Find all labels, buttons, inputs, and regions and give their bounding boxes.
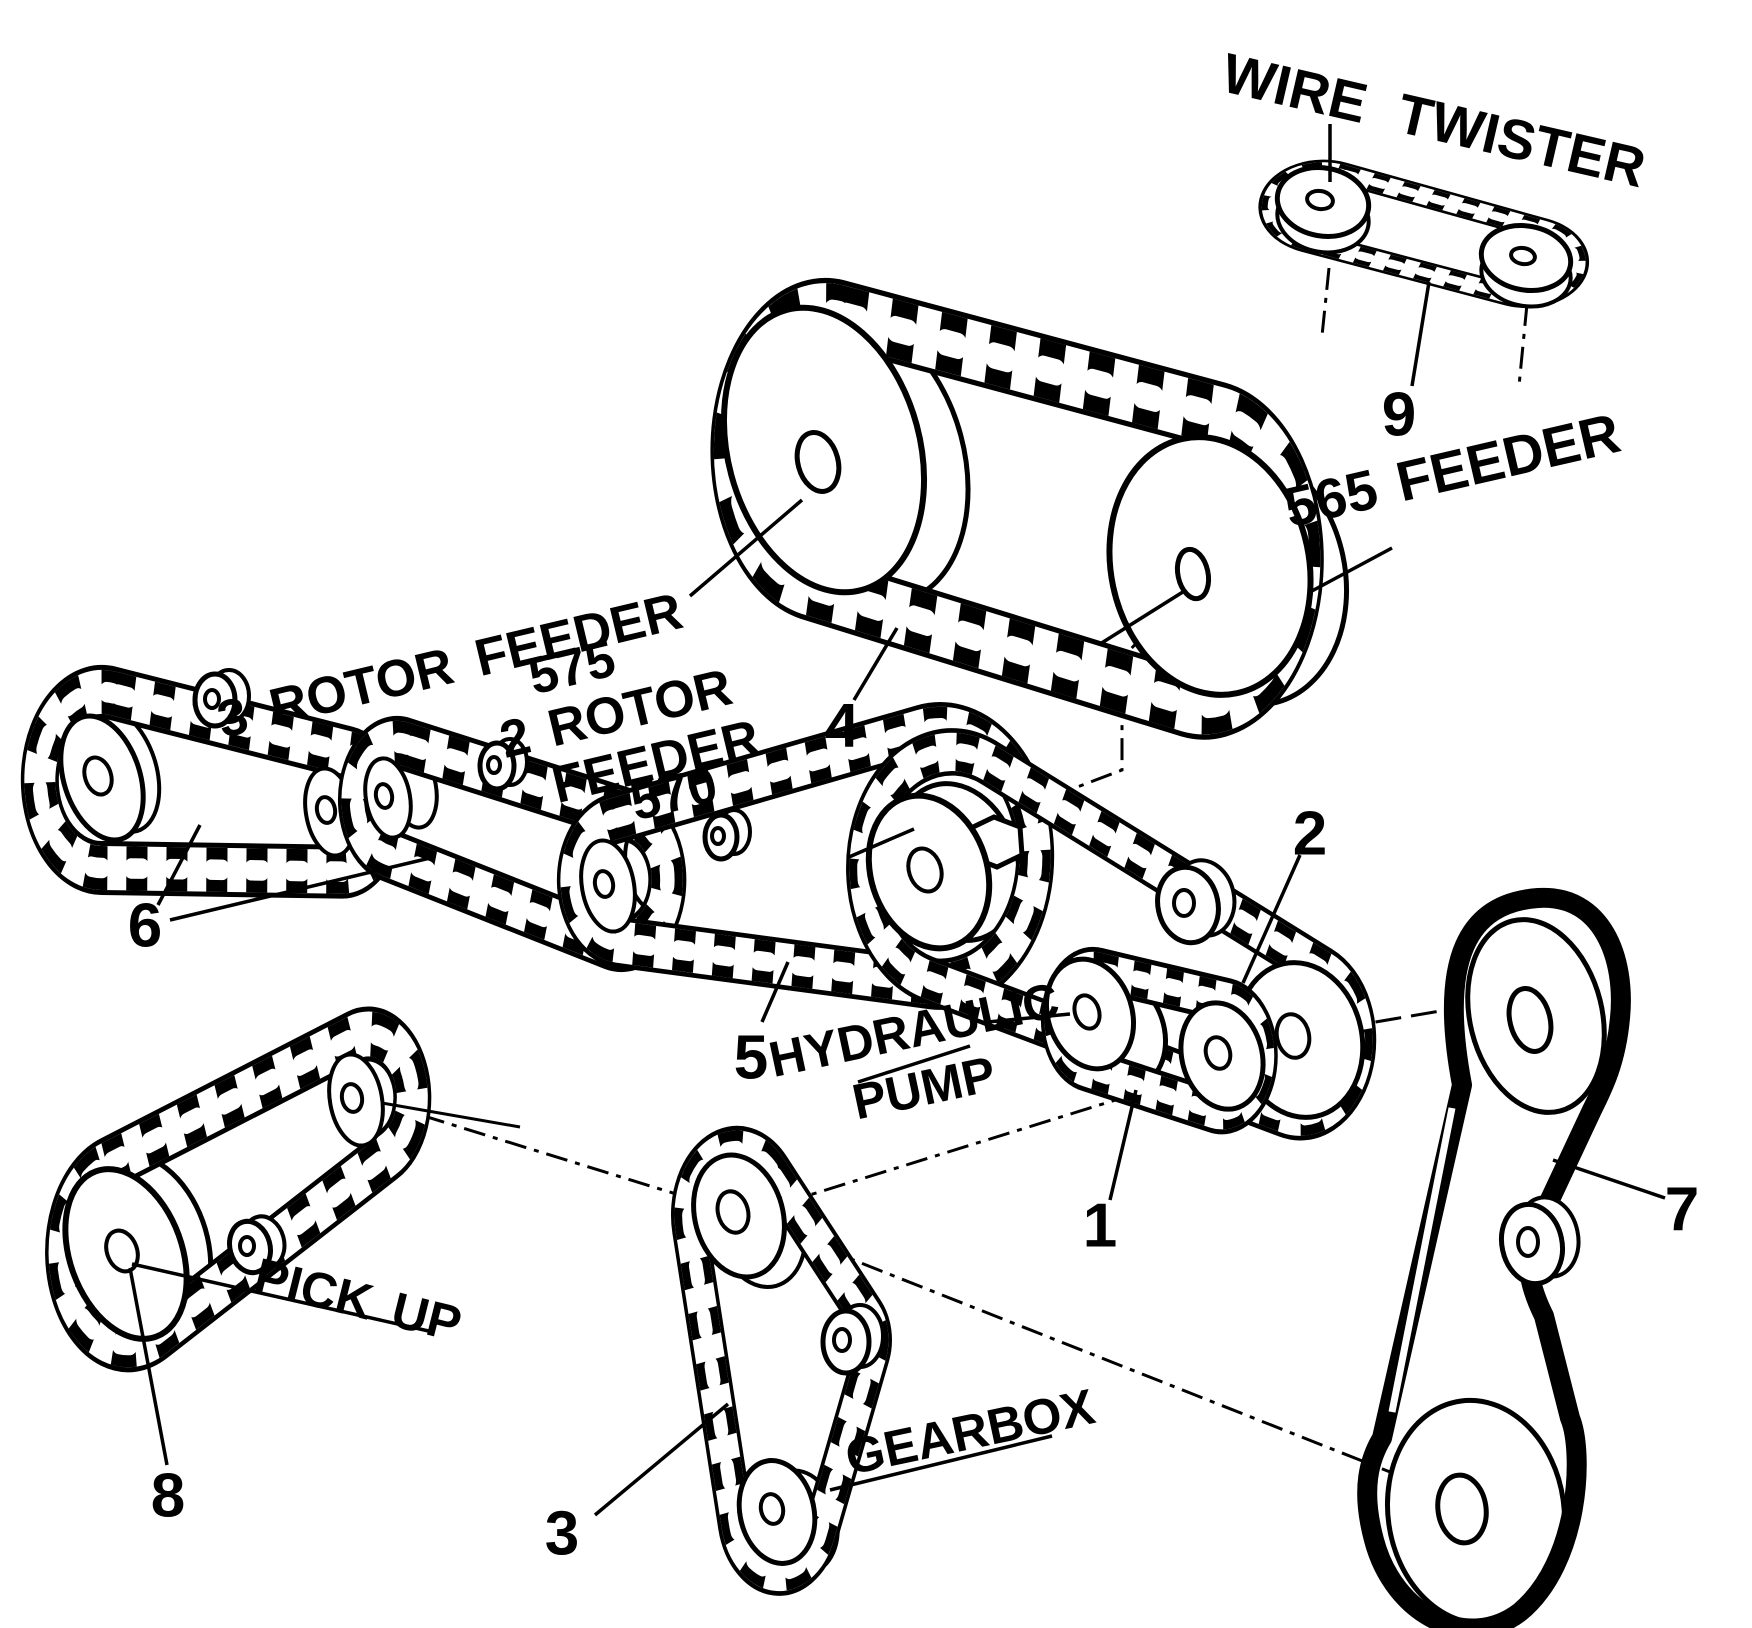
- wire-twister-left-pulley-hub: [1305, 188, 1335, 212]
- leader-565-left-hub: [688, 498, 804, 598]
- leader-565-label: [1309, 546, 1393, 594]
- chain2-driven-pulley-hub: [1274, 1012, 1312, 1060]
- pump-sprocket-hub: [1203, 1035, 1233, 1071]
- callout-7: 7: [1665, 1176, 1699, 1245]
- label-565-feeder: 565 FEEDER: [1278, 401, 1626, 539]
- leader-main-hub: [848, 827, 915, 859]
- belt7-top-pulley-hub: [1506, 986, 1554, 1054]
- axis-wire-twister-left: [1320, 267, 1331, 337]
- rotor570-left-sheave-hub: [373, 782, 395, 810]
- leader-565-right-hub: [1099, 588, 1187, 646]
- callout-8: 8: [151, 1462, 185, 1531]
- leader-gearbox-label: [829, 1434, 1053, 1492]
- leader-callout-5: [760, 961, 790, 1023]
- callout-5: 5: [734, 1024, 768, 1093]
- pickup-right-sheave-hub: [339, 1082, 365, 1114]
- pickup-idler-hub: [238, 1235, 256, 1257]
- idler-chain2-hub: [1172, 888, 1196, 918]
- idler-570-hub: [486, 755, 502, 775]
- gearbox-bottom-pulley-hub: [758, 1492, 786, 1526]
- feeder565-right-pulley-face: [1106, 434, 1314, 698]
- leader-pickup-label: [131, 1262, 434, 1334]
- idler-chain5-hub: [710, 826, 726, 846]
- leader-hydraulic-underline: [857, 1044, 971, 1084]
- feeder565-right-pulley-hub: [1174, 546, 1212, 602]
- wire-twister-right-pulley-hub: [1509, 245, 1537, 267]
- leader-callout-9: [1410, 281, 1431, 387]
- idler-575-hub: [203, 688, 221, 710]
- leader-pickup-hub: [381, 1101, 521, 1129]
- label-pick-up: PICK UP: [249, 1247, 467, 1352]
- axis-pickup-gearbox: [381, 1101, 732, 1213]
- callout-3: 3: [545, 1500, 579, 1569]
- rotor570-right-sheave-hub: [592, 869, 616, 899]
- callout-1: 1: [1083, 1192, 1117, 1261]
- leader-callout-8: [128, 1267, 169, 1466]
- callout-2: 2: [1293, 800, 1327, 869]
- gearbox-idler-hub: [832, 1327, 852, 1353]
- leader-callout-6b: [169, 856, 431, 922]
- rotor575-right-sheave-hub: [314, 795, 338, 825]
- belt7-idler-hub: [1516, 1226, 1540, 1258]
- belt7-highlight: [1388, 1107, 1456, 1413]
- main-drive-pulley-hub: [906, 846, 944, 894]
- leader-hydraulic-label: [987, 1012, 1071, 1024]
- leader-callout-3: [593, 1402, 730, 1517]
- callout-9: 9: [1382, 381, 1416, 450]
- leader-callout-2: [1241, 854, 1302, 984]
- leader-callout-1: [1108, 1089, 1138, 1201]
- leader-callout-7: [1552, 1158, 1666, 1200]
- feeder565-left-pulley-hub: [794, 430, 842, 494]
- leader-callout-4: [852, 627, 899, 701]
- callout-4: 4: [825, 692, 860, 761]
- pump-pulley-hub: [1072, 993, 1102, 1031]
- gearbox-top-pulley-hub: [715, 1189, 751, 1235]
- axis-wire-twister-right: [1517, 303, 1529, 387]
- leader-callout-6a: [156, 824, 202, 906]
- rotor575-left-pulley-hub: [82, 755, 114, 797]
- callout-6: 6: [128, 892, 162, 961]
- belt7-bottom-pulley-hub: [1435, 1472, 1489, 1546]
